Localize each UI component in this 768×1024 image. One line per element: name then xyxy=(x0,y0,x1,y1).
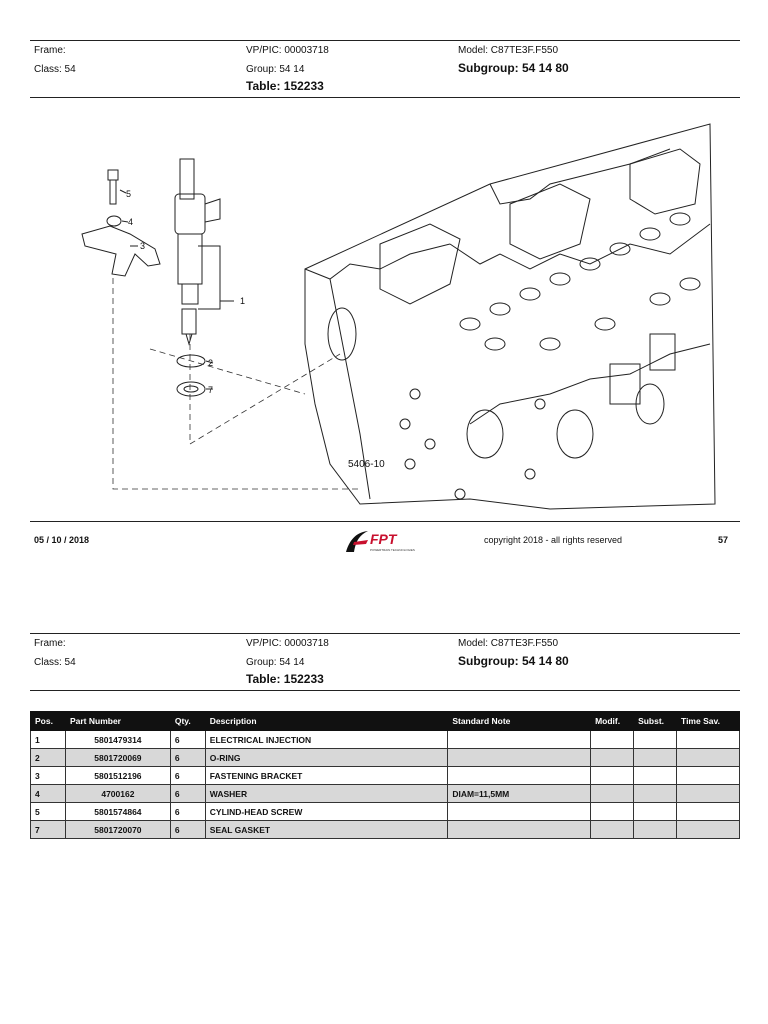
callout-5: 5 xyxy=(126,189,131,199)
callout-2: 2 xyxy=(208,358,213,368)
row-subst xyxy=(633,820,678,839)
table-row[interactable]: 4 4700162 6 WASHER DIAM=11,5MM xyxy=(30,784,740,803)
vp-pic: VP/PIC: 00003718 xyxy=(246,45,329,56)
row-subst xyxy=(633,730,678,749)
row-part-number: 4700162 xyxy=(64,784,171,803)
table-label-2: Table: 152233 xyxy=(246,672,324,686)
row-note xyxy=(447,820,592,839)
page-header-second: Frame: Class: 54 VP/PIC: 00003718 Group:… xyxy=(30,633,740,691)
row-qty: 6 xyxy=(169,766,206,785)
parts-table: Pos. Part Number Qty. Description Standa… xyxy=(30,711,740,839)
row-pos: 5 xyxy=(30,802,66,821)
row-pos: 4 xyxy=(30,784,66,803)
diagram-ref-code: 5406-10 xyxy=(348,459,385,470)
row-note xyxy=(447,748,592,767)
page-footer: 05 / 10 / 2018 FPT POWERTRAIN TECHNOLOGI… xyxy=(30,521,740,558)
group-label: Group: 54 14 xyxy=(246,64,305,75)
row-part-number: 5801720070 xyxy=(64,820,171,839)
col-description: Description xyxy=(204,711,449,731)
page-number: 57 xyxy=(718,535,729,545)
col-pos: Pos. xyxy=(30,711,66,731)
callout-7: 7 xyxy=(208,385,213,395)
row-pos: 7 xyxy=(30,820,66,839)
col-qty: Qty. xyxy=(169,711,206,731)
row-note xyxy=(447,766,592,785)
subgroup-label-2: Subgroup: 54 14 80 xyxy=(458,654,569,668)
row-modif xyxy=(590,820,635,839)
row-modif xyxy=(590,748,635,767)
frame-label: Frame: xyxy=(34,45,66,56)
row-note xyxy=(447,802,592,821)
fpt-swoosh-icon xyxy=(346,531,368,552)
model-label: Model: C87TE3F.F550 xyxy=(458,45,559,56)
row-modif xyxy=(590,766,635,785)
row-subst xyxy=(633,784,678,803)
row-description: FASTENING BRACKET xyxy=(204,766,449,785)
callout-3: 3 xyxy=(140,241,145,251)
subgroup-label: Subgroup: 54 14 80 xyxy=(458,61,569,75)
table-label: Table: 152233 xyxy=(246,79,324,93)
row-time xyxy=(676,748,740,767)
row-note xyxy=(447,730,592,749)
row-pos: 3 xyxy=(30,766,66,785)
fpt-brand-sub: POWERTRAIN TECHNOLOGIES xyxy=(370,548,415,552)
row-part-number: 5801720069 xyxy=(64,748,171,767)
class-label: Class: 54 xyxy=(34,64,76,75)
row-qty: 6 xyxy=(169,802,206,821)
injector-assembly xyxy=(81,158,234,397)
vp-pic-2: VP/PIC: 00003718 xyxy=(246,638,329,649)
row-description: WASHER xyxy=(204,784,449,803)
row-time xyxy=(676,784,740,803)
row-description: ELECTRICAL INJECTION xyxy=(204,730,449,749)
row-modif xyxy=(590,784,635,803)
row-time xyxy=(676,730,740,749)
row-subst xyxy=(633,748,678,767)
table-row[interactable]: 1 5801479314 6 ELECTRICAL INJECTION xyxy=(30,730,740,749)
row-qty: 6 xyxy=(169,730,206,749)
row-note: DIAM=11,5MM xyxy=(447,784,592,803)
table-row[interactable]: 3 5801512196 6 FASTENING BRACKET xyxy=(30,766,740,785)
row-description: CYLIND-HEAD SCREW xyxy=(204,802,449,821)
table-row[interactable]: 2 5801720069 6 O-RING xyxy=(30,748,740,767)
row-modif xyxy=(590,802,635,821)
row-qty: 6 xyxy=(169,784,206,803)
class-label-2: Class: 54 xyxy=(34,657,76,668)
col-standard-note: Standard Note xyxy=(447,711,592,731)
cylinder-head-outline xyxy=(304,123,716,510)
col-part-number: Part Number xyxy=(64,711,171,731)
col-subst: Subst. xyxy=(633,711,678,731)
frame-label-2: Frame: xyxy=(34,638,66,649)
row-subst xyxy=(633,766,678,785)
fpt-brand: FPT xyxy=(370,531,397,547)
footer-date: 05 / 10 / 2018 xyxy=(34,535,90,545)
col-time-sav: Time Sav. xyxy=(676,711,740,731)
copyright-text: copyright 2018 - all rights reserved xyxy=(484,535,623,545)
row-pos: 1 xyxy=(30,730,66,749)
row-part-number: 5801479314 xyxy=(64,730,171,749)
callout-4: 4 xyxy=(128,217,133,227)
page-header-top: Frame: Class: 54 VP/PIC: 00003718 Group:… xyxy=(30,40,740,98)
row-description: SEAL GASKET xyxy=(204,820,449,839)
row-part-number: 5801512196 xyxy=(64,766,171,785)
row-time xyxy=(676,766,740,785)
row-time xyxy=(676,820,740,839)
row-description: O-RING xyxy=(204,748,449,767)
row-modif xyxy=(590,730,635,749)
col-modif: Modif. xyxy=(590,711,635,731)
assembly-dashed-lines xyxy=(112,278,360,490)
row-qty: 6 xyxy=(169,748,206,767)
callout-1: 1 xyxy=(240,296,245,306)
model-label-2: Model: C87TE3F.F550 xyxy=(458,638,559,649)
row-pos: 2 xyxy=(30,748,66,767)
table-row[interactable]: 7 5801720070 6 SEAL GASKET xyxy=(30,820,740,839)
row-subst xyxy=(633,802,678,821)
exploded-parts-diagram: 5 4 3 1 2 7 5406-10 xyxy=(81,123,716,510)
group-label-2: Group: 54 14 xyxy=(246,657,305,668)
row-part-number: 5801574864 xyxy=(64,802,171,821)
table-row[interactable]: 5 5801574864 6 CYLIND-HEAD SCREW xyxy=(30,802,740,821)
table-header-row: Pos. Part Number Qty. Description Standa… xyxy=(30,711,740,731)
row-time xyxy=(676,802,740,821)
fpt-logo: FPT POWERTRAIN TECHNOLOGIES xyxy=(342,528,432,554)
row-qty: 6 xyxy=(169,820,206,839)
